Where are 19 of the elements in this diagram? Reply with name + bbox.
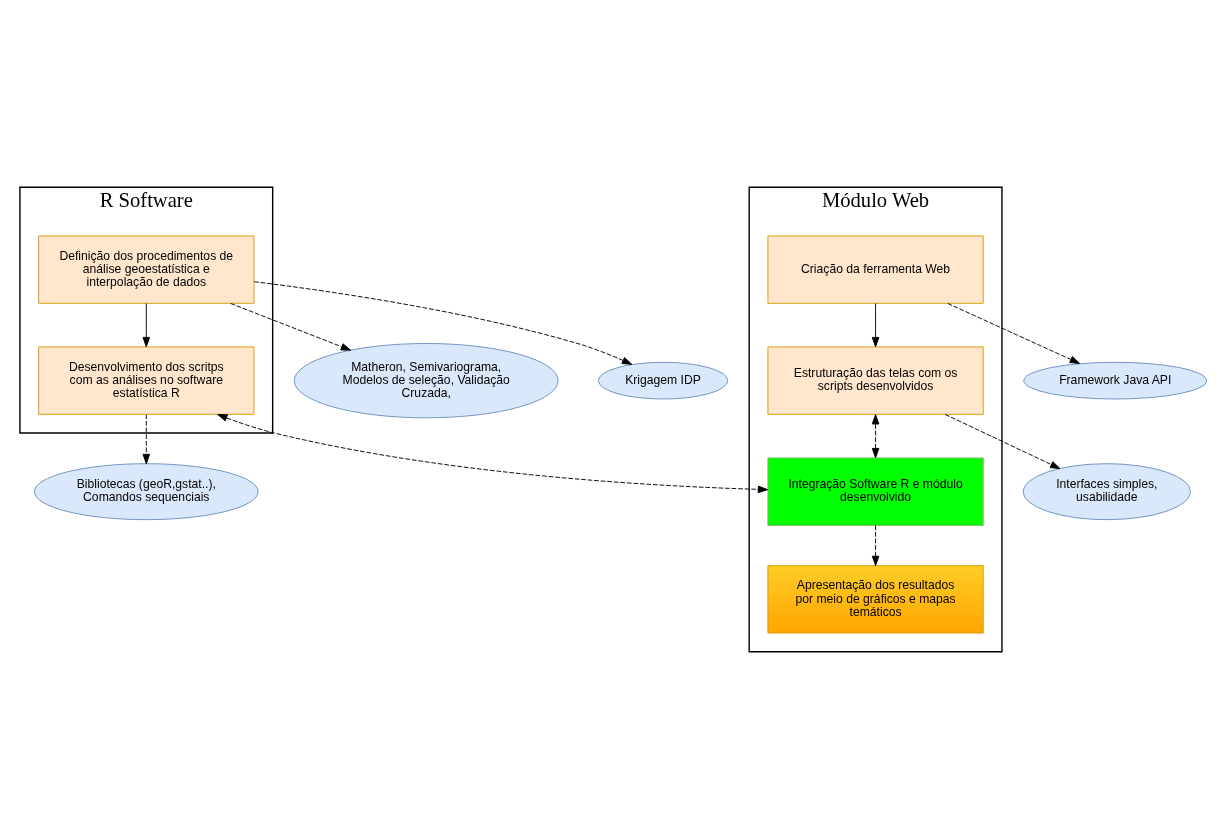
- node-box: Apresentação dos resultados por meio de gráficos e mapas temáticos: [767, 564, 984, 633]
- node-box: Integração Software R e módulo desenvolvido: [767, 457, 984, 526]
- arrow: [253, 280, 633, 365]
- node-box: Desenvolvimento dos scritps com as análises no software estatística R: [38, 345, 255, 415]
- node-ellipse: Framework Java API: [1023, 361, 1208, 399]
- arrow: [230, 302, 352, 351]
- arrow: [944, 413, 1061, 469]
- arrow: [871, 524, 880, 566]
- arrow: [142, 413, 151, 464]
- arrow: [871, 413, 880, 458]
- arrow: [871, 302, 880, 347]
- node-box: Definição dos procedimentos de análise geoestatística e interpolação de dados: [38, 234, 255, 304]
- arrow: [142, 302, 151, 347]
- arrow: [217, 413, 769, 493]
- node-ellipse: Krigagem IDP: [597, 361, 729, 399]
- node-box: Criação da ferramenta Web: [767, 234, 984, 304]
- node-ellipse: Bibliotecas (geoR,gstat..), Comandos sequenciais: [33, 462, 259, 520]
- arrow: [947, 302, 1081, 364]
- node-box: Estruturação das telas com os scripts desenvolvidos: [767, 345, 984, 415]
